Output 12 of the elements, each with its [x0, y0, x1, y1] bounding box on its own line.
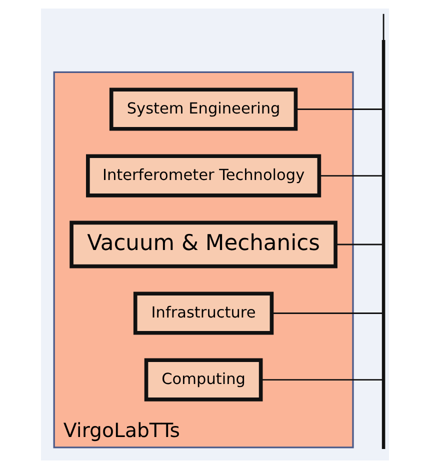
- node-box: Infrastructure: [132, 292, 274, 335]
- node-box: Interferometer Technology: [86, 154, 321, 198]
- node-box: Vacuum & Mechanics: [69, 220, 337, 268]
- connector: [319, 175, 382, 176]
- connector: [382, 14, 384, 40]
- connector: [260, 379, 382, 380]
- node-box: Computing: [144, 358, 262, 402]
- node-box: System Engineering: [108, 88, 298, 131]
- connector: [335, 244, 382, 246]
- node-bar: [381, 40, 385, 450]
- connector: [295, 108, 382, 110]
- connector: [271, 312, 382, 314]
